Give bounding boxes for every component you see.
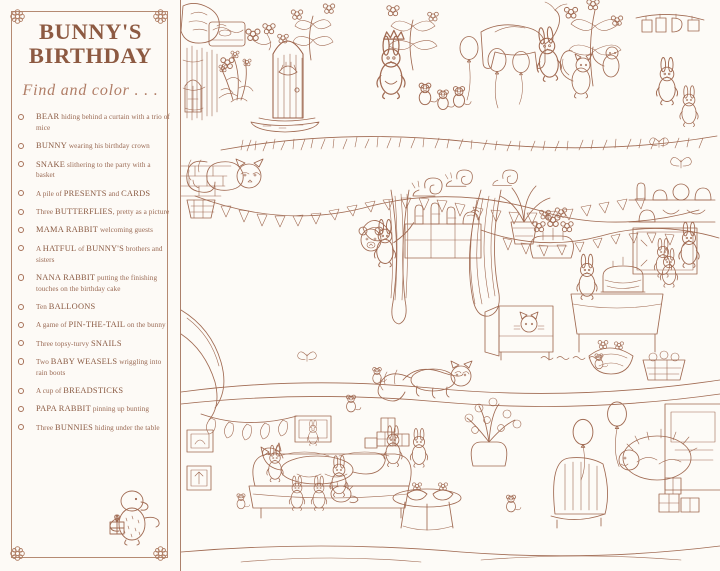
checklist-item[interactable]: PAPA RABBIT pinning up bunting <box>18 404 170 415</box>
checklist-item[interactable]: A game of PIN-THE-TAIL on the bunny <box>18 320 170 331</box>
checkbox-circle-icon[interactable] <box>18 321 25 329</box>
checkbox-circle-icon[interactable] <box>18 340 25 347</box>
checklist-item-label: BEAR hiding behind a curtain with a trio… <box>36 112 170 132</box>
checkbox-circle-icon[interactable] <box>18 274 25 281</box>
checklist-item-label: Three BUNNIES hiding under the table <box>36 422 160 432</box>
checklist-item[interactable]: A HATFUL of BUNNY'S brothers and sisters <box>18 244 170 266</box>
checklist-item[interactable]: SNAKE slithering to the party with a bas… <box>18 160 170 182</box>
checklist-item[interactable]: Two BABY WEASELS wriggling into rain boo… <box>18 357 170 379</box>
checkbox-circle-icon[interactable] <box>18 190 25 197</box>
checklist-item[interactable]: Three topsy-turvy SNAILS <box>18 339 170 350</box>
flower-rosette-icon <box>10 9 25 24</box>
checklist-item-label: SNAKE slithering to the party with a bas… <box>36 159 151 180</box>
checklist-item[interactable]: BEAR hiding behind a curtain with a trio… <box>18 112 170 134</box>
checkbox-circle-icon[interactable] <box>18 303 25 310</box>
checklist-item[interactable]: Three BUNNIES hiding under the table <box>18 423 170 434</box>
checklist-item-label: Three topsy-turvy SNAILS <box>36 338 122 348</box>
checkbox-circle-icon[interactable] <box>18 142 25 149</box>
title-line-2: BIRTHDAY <box>28 43 153 68</box>
checklist-item-label: A game of PIN-THE-TAIL on the bunny <box>36 320 166 330</box>
checkbox-circle-icon[interactable] <box>18 226 25 234</box>
checkbox-circle-icon[interactable] <box>18 161 25 168</box>
checkbox-circle-icon[interactable] <box>18 387 25 394</box>
checklist-item[interactable]: BUNNY wearing his birthday crown <box>18 141 170 152</box>
checklist-item[interactable]: Ten BALLOONS <box>18 302 170 313</box>
flower-rosette-icon <box>10 546 25 561</box>
checklist-item-label: Two BABY WEASELS wriggling into rain boo… <box>36 356 162 377</box>
checklist-item-label: Three BUTTERFLIES, pretty as a picture <box>36 207 170 216</box>
checkbox-circle-icon[interactable] <box>18 358 25 365</box>
checkbox-circle-icon[interactable] <box>18 405 25 413</box>
checklist-item-label: A HATFUL of BUNNY'S brothers and sisters <box>36 243 163 264</box>
flower-rosette-icon <box>153 546 168 561</box>
checklist-item-label: Ten BALLOONS <box>36 302 96 311</box>
checklist-item-label: A cup of BREADSTICKS <box>36 386 124 396</box>
checkbox-circle-icon[interactable] <box>18 245 25 252</box>
checklist-panel: BUNNY'S BIRTHDAY Find and color . . . BE… <box>0 0 181 571</box>
title-line-1: BUNNY'S <box>39 19 142 44</box>
checklist-item[interactable]: NANA RABBIT putting the finishing touche… <box>18 273 170 295</box>
checklist-item[interactable]: Three BUTTERFLIES, pretty as a picture <box>18 207 170 218</box>
find-and-color-list: BEAR hiding behind a curtain with a trio… <box>18 112 170 441</box>
checklist-item-label: BUNNY wearing his birthday crown <box>36 141 150 151</box>
checklist-item[interactable]: A pile of PRESENTS and CARDS <box>18 189 170 200</box>
flower-rosette-icon <box>153 9 168 24</box>
checklist-item-label: NANA RABBIT putting the finishing touche… <box>36 272 158 293</box>
checklist-item-label: PAPA RABBIT pinning up bunting <box>36 404 149 414</box>
checklist-item[interactable]: MAMA RABBIT welcoming guests <box>18 225 170 236</box>
decorative-frame <box>11 11 168 558</box>
illustration-area: .k{fill:none;stroke:#a06a52;stroke-width… <box>181 0 720 571</box>
checklist-item[interactable]: A cup of BREADSTICKS <box>18 386 170 397</box>
page-subtitle: Find and color . . . <box>22 82 159 99</box>
checklist-item-label: MAMA RABBIT welcoming guests <box>36 225 153 235</box>
mole-with-gift-icon <box>104 484 168 548</box>
checkbox-circle-icon[interactable] <box>18 113 25 120</box>
page-title: BUNNY'S BIRTHDAY <box>13 20 168 68</box>
checklist-item-label: A pile of PRESENTS and CARDS <box>36 188 151 198</box>
checkbox-circle-icon[interactable] <box>18 208 25 215</box>
checkbox-circle-icon[interactable] <box>18 424 25 431</box>
panel-divider <box>179 0 181 571</box>
